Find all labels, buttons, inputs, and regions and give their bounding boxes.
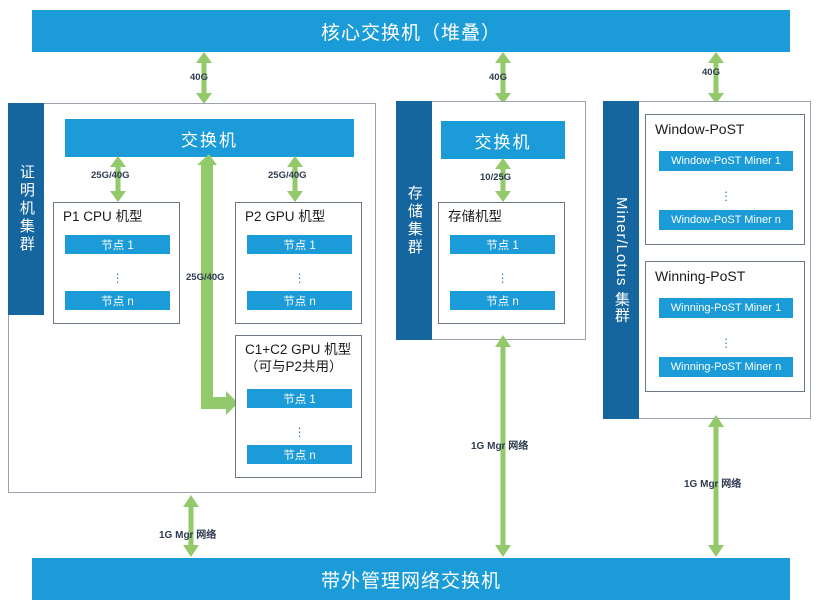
arrow-proof-mgmt-label: 1G Mgr 网络 [159,530,217,541]
arrow-storage-mgmt [494,335,512,557]
group-winning-post-miner-n: Winning-PoST Miner n [659,357,793,377]
arrow-c1c2-link [188,154,244,415]
group-p2-title: P2 GPU 机型 [245,209,326,224]
group-c1c2-title: C1+C2 GPU 机型 （可与P2共用） [245,342,351,376]
core-switch-label: 核心交换机（堆叠） [320,22,501,44]
group-winning-post-miner-1: Winning-PoST Miner 1 [659,298,793,318]
cluster-storage-tab: 存储集群 [396,101,432,340]
group-storage-node-1: 节点 1 [450,235,555,254]
arrow-p2-link-label: 25G/40G [268,170,307,181]
arrow-p1-link [109,156,127,202]
cluster-storage-label: 存储集群 [405,184,423,257]
arrow-proof-uplink [195,52,213,104]
oob-mgmt-switch-banner: 带外管理网络交换机 [32,558,790,600]
group-winning-post-title: Winning-PoST [655,268,746,284]
group-p1-title: P1 CPU 机型 [63,209,143,224]
arrow-p1-link-label: 25G/40G [91,170,130,181]
arrow-storage-link-label: 10/25G [480,172,512,183]
arrow-miner-uplink-label: 40G [702,67,720,78]
group-winning-post-ellipsis: ... [724,328,728,351]
arrow-miner-uplink [707,52,725,104]
group-p2: P2 GPU 机型 节点 1 ... 节点 n [235,202,362,324]
arrow-storage-link [494,158,512,202]
group-c1c2-ellipsis: ... [297,417,302,440]
arrow-storage-mgmt-label: 1G Mgr 网络 [471,441,529,452]
group-storage-machines-title: 存储机型 [448,209,502,224]
group-c1c2: C1+C2 GPU 机型 （可与P2共用） 节点 1 ... 节点 n [235,335,362,478]
arrow-miner-mgmt [707,415,725,557]
group-winning-post: Winning-PoST Winning-PoST Miner 1 ... Wi… [645,261,805,392]
oob-mgmt-switch-label: 带外管理网络交换机 [320,570,501,592]
group-p2-node-n: 节点 n [247,291,352,310]
cluster-miner-label: Miner/Lotus 集群 [612,196,630,324]
group-storage-node-n: 节点 n [450,291,555,310]
group-c1c2-node-1: 节点 1 [247,389,352,408]
cluster-proof-tab: 证明机集群 [8,103,44,315]
group-window-post-title: Window-PoST [655,121,745,137]
storage-switch: 交换机 [441,121,565,159]
group-window-post-miner-1: Window-PoST Miner 1 [659,151,793,171]
cluster-proof-label: 证明机集群 [17,164,35,254]
group-c1c2-title-line1: C1+C2 GPU 机型 [245,342,352,357]
group-window-post-miner-n: Window-PoST Miner n [659,210,793,230]
storage-switch-label: 交换机 [474,132,532,152]
arrow-p2-link [286,156,304,202]
group-c1c2-node-n: 节点 n [247,445,352,464]
proof-switch: 交换机 [65,119,354,157]
proof-switch-label: 交换机 [181,130,238,150]
group-c1c2-title-line2: （可与P2共用） [245,358,343,374]
arrow-proof-mgmt [182,495,200,557]
group-window-post: Window-PoST Window-PoST Miner 1 ... Wind… [645,114,805,245]
group-p2-ellipsis: ... [297,263,302,286]
arrow-c1c2-link-label: 25G/40G [186,272,225,283]
arrow-storage-uplink-label: 40G [489,72,507,83]
group-p1: P1 CPU 机型 节点 1 ... 节点 n [53,202,180,324]
group-p1-node-n: 节点 n [65,291,170,310]
cluster-miner-tab: Miner/Lotus 集群 [603,101,639,419]
core-switch-banner: 核心交换机（堆叠） [32,10,790,52]
group-storage-machines: 存储机型 节点 1 ... 节点 n [438,202,565,324]
group-window-post-ellipsis: ... [724,181,728,204]
arrow-miner-mgmt-label: 1G Mgr 网络 [684,479,742,490]
group-storage-ellipsis: ... [500,263,505,286]
group-p1-node-1: 节点 1 [65,235,170,254]
group-p1-ellipsis: ... [115,263,120,286]
group-p2-node-1: 节点 1 [247,235,352,254]
arrow-storage-uplink [494,52,512,104]
arrow-proof-uplink-label: 40G [190,72,208,83]
